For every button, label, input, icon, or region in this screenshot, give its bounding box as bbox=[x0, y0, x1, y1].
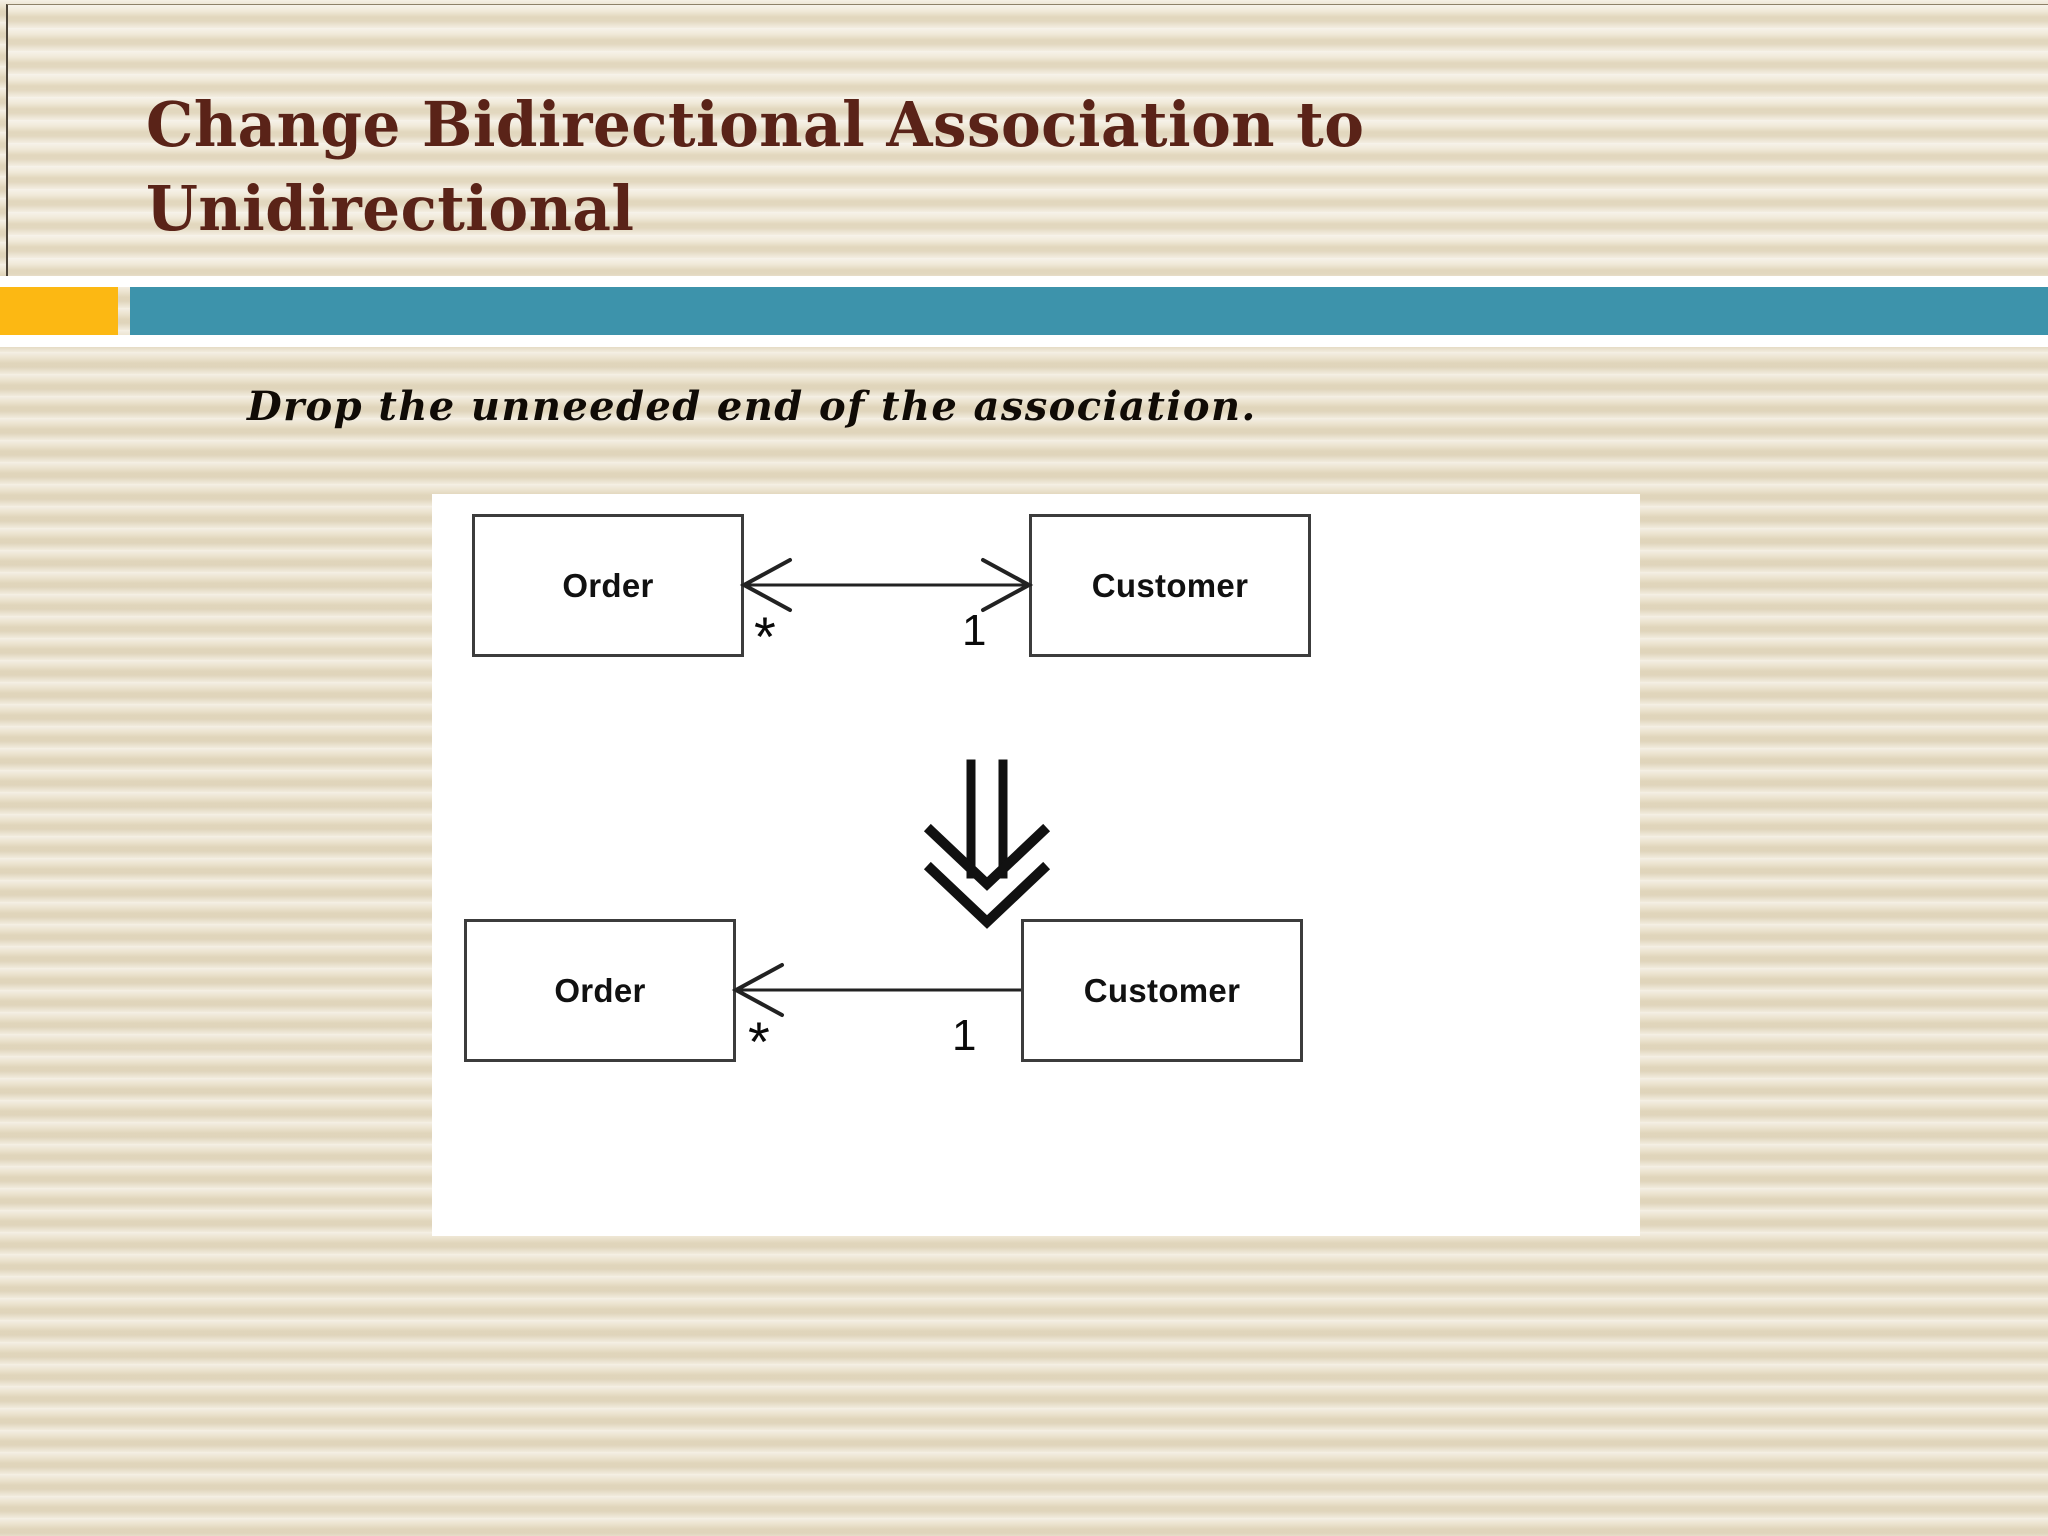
arrowhead-right-top bbox=[981, 558, 1034, 612]
order-multiplicity-top: * bbox=[754, 605, 776, 668]
customer-class-box-bottom[interactable]: Customer bbox=[1021, 919, 1303, 1062]
accent-bar-orange bbox=[0, 287, 118, 335]
order-class-label-bottom: Order bbox=[554, 971, 646, 1009]
customer-class-box-top[interactable]: Customer bbox=[1029, 514, 1311, 657]
page-title: Change Bidirectional Association to Unid… bbox=[146, 88, 1365, 245]
accent-bar-teal bbox=[130, 287, 2048, 335]
accent-divider-gap-bottom bbox=[0, 335, 2048, 347]
order-class-label-top: Order bbox=[562, 566, 654, 604]
customer-class-label-top: Customer bbox=[1091, 566, 1249, 604]
body-caption: Drop the unneeded end of the association… bbox=[247, 383, 1257, 430]
arrowhead-left-bottom bbox=[731, 963, 784, 1017]
double-down-arrow-icon bbox=[923, 759, 1051, 929]
order-multiplicity-bottom: * bbox=[748, 1010, 770, 1073]
arrowhead-left-top bbox=[739, 558, 792, 612]
customer-class-label-bottom: Customer bbox=[1083, 971, 1241, 1009]
customer-multiplicity-bottom: 1 bbox=[952, 1011, 977, 1060]
diagram-panel: Order Customer * 1 Order Customer * 1 bbox=[432, 494, 1640, 1236]
uml-edge-layer bbox=[731, 558, 1051, 1017]
uml-diagram-before: Order Customer * 1 Order Customer * 1 bbox=[432, 494, 1640, 1236]
customer-multiplicity-top: 1 bbox=[962, 606, 987, 655]
title-band: Change Bidirectional Association to Unid… bbox=[6, 4, 2048, 276]
order-class-box-top[interactable]: Order bbox=[472, 514, 744, 657]
accent-divider-gap-top bbox=[0, 276, 2048, 287]
